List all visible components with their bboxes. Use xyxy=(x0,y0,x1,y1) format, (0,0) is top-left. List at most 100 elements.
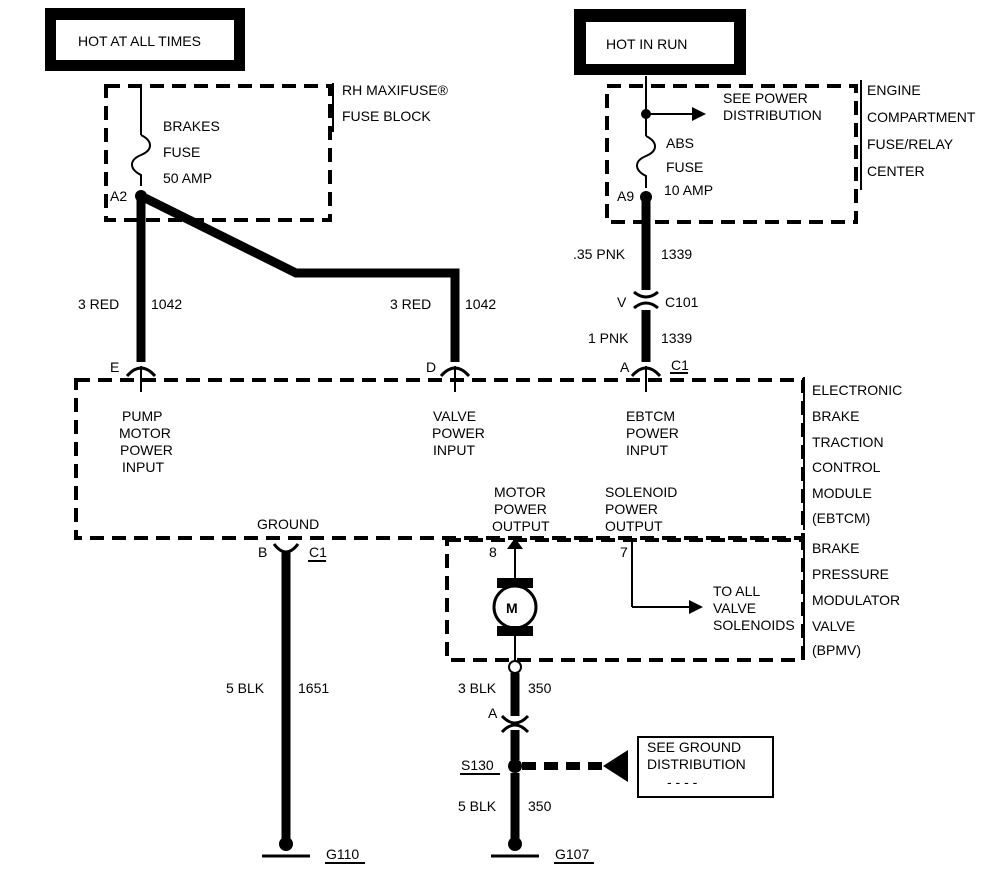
splice-s130-icon xyxy=(508,759,522,773)
ground-conn: C1 xyxy=(309,544,327,560)
valve-input-terminal xyxy=(439,366,471,392)
ebtcm-lower-wire-circuit: 1339 xyxy=(661,330,692,346)
brakes-fuse-rating: 50 AMP xyxy=(163,170,212,186)
solenoid-output-1: SOLENOID xyxy=(605,484,677,500)
motor-lower-wire-gauge: 5 BLK xyxy=(458,798,497,814)
hot-in-run-label: HOT IN RUN xyxy=(606,36,687,52)
ebtcm-label-2: BRAKE xyxy=(812,408,859,424)
ebtcm-label-1: ELECTRONIC xyxy=(812,382,902,398)
solenoid-pin: 7 xyxy=(620,544,628,560)
hot-at-all-times-label: HOT AT ALL TIMES xyxy=(78,33,201,49)
abs-fuse-terminal xyxy=(640,191,652,203)
rh-fuse-block-label-2: FUSE BLOCK xyxy=(342,108,431,124)
ground-connector xyxy=(272,543,300,554)
ebtcm-upper-wire-circuit: 1339 xyxy=(661,246,692,262)
abs-fuse-rating: 10 AMP xyxy=(664,182,713,198)
motor-conn-bottom xyxy=(500,723,530,734)
valve-wire-gauge: 3 RED xyxy=(390,296,431,312)
engine-fuse-center-outline xyxy=(605,84,858,224)
brakes-fuse-name-2: FUSE xyxy=(163,144,200,160)
ebtcm-lower-wire-gauge: 1 PNK xyxy=(588,330,629,346)
pump-input-3: POWER xyxy=(120,442,173,458)
ebtcm-label-3: TRACTION xyxy=(812,434,884,450)
brakes-fuse-terminal xyxy=(135,190,147,202)
brakes-fuse-name-1: BRAKES xyxy=(163,118,220,134)
to-valves-2: VALVE xyxy=(713,600,756,616)
motor-symbol-label: M xyxy=(506,600,518,616)
ebtcm-input-1: EBTCM xyxy=(626,408,675,424)
motor-wire-gauge: 3 BLK xyxy=(458,680,497,696)
motor-output-3: OUTPUT xyxy=(492,518,550,534)
abs-fuse-name-1: ABS xyxy=(666,135,694,151)
motor-pin: 8 xyxy=(489,544,497,560)
ground-wire-gauge: 5 BLK xyxy=(226,680,265,696)
c1-top-pin: A xyxy=(620,359,630,375)
bpmv-label-1: BRAKE xyxy=(812,540,859,556)
see-ground-line3: - - - - xyxy=(667,774,698,790)
motor-conn-pin: A xyxy=(488,705,498,721)
hot-at-all-times-box: HOT AT ALL TIMES xyxy=(45,8,245,71)
splice-label: S130 xyxy=(461,757,494,773)
c101-pin: V xyxy=(617,294,627,310)
ground-g110-label: G110 xyxy=(326,846,359,862)
pump-motor-symbol xyxy=(492,578,538,674)
motor-output-2: POWER xyxy=(494,501,547,517)
ebtcm-label-5: MODULE xyxy=(812,485,872,501)
pump-input-1: PUMP xyxy=(122,408,162,424)
engine-center-label-3: FUSE/RELAY xyxy=(867,136,954,152)
pump-input-4: INPUT xyxy=(122,459,164,475)
solenoid-output-line xyxy=(631,540,703,614)
ebtcm-label-4: CONTROL xyxy=(812,459,881,475)
ebtcm-upper-wire-gauge: .35 PNK xyxy=(573,246,626,262)
motor-conn-top xyxy=(500,714,530,725)
ground-g107-label: G107 xyxy=(555,846,589,862)
rh-fuse-block-outline xyxy=(104,84,332,222)
see-ground-arrow-icon xyxy=(603,750,628,782)
see-ground-line1: SEE GROUND xyxy=(647,739,741,755)
pump-input-terminal xyxy=(125,366,157,392)
c101-connector-bottom xyxy=(633,301,659,310)
bpmv-label-5: (BPMV) xyxy=(812,642,861,658)
rh-fuse-block-label-1: RH MAXIFUSE® xyxy=(342,82,449,98)
see-power-label-1: SEE POWER xyxy=(723,90,808,106)
ebtcm-module-outline xyxy=(74,378,805,540)
pump-wire-circuit: 1042 xyxy=(151,296,182,312)
abs-fuse-pin: A9 xyxy=(617,188,634,204)
valve-input-3: INPUT xyxy=(433,442,475,458)
engine-center-label-4: CENTER xyxy=(867,163,925,179)
ground-label: GROUND xyxy=(257,516,319,532)
motor-output-terminal xyxy=(507,538,523,580)
ground-g107-icon xyxy=(491,837,539,858)
engine-center-label-2: COMPARTMENT xyxy=(867,109,976,125)
to-valves-3: SOLENOIDS xyxy=(713,617,795,633)
c1-top-name: C1 xyxy=(671,357,689,373)
see-ground-line2: DISTRIBUTION xyxy=(647,756,746,772)
see-ground-box xyxy=(637,736,774,798)
bpmv-outline xyxy=(445,538,805,662)
pump-wire-gauge: 3 RED xyxy=(78,296,119,312)
abs-fuse xyxy=(636,76,706,203)
pin-d: D xyxy=(426,359,436,375)
motor-output-1: MOTOR xyxy=(494,484,546,500)
bpmv-label-3: MODULATOR xyxy=(812,592,900,608)
bpmv-label-2: PRESSURE xyxy=(812,566,889,582)
hot-in-run-box: HOT IN RUN xyxy=(574,9,746,75)
to-valves-1: TO ALL xyxy=(713,583,760,599)
valve-wire-circuit: 1042 xyxy=(465,296,496,312)
ebtcm-label-6: (EBTCM) xyxy=(812,510,870,526)
abs-fuse-name-2: FUSE xyxy=(666,159,703,175)
solenoid-output-3: OUTPUT xyxy=(605,518,663,534)
ground-g110-icon xyxy=(262,837,310,858)
brakes-fuse-pin: A2 xyxy=(110,188,127,204)
bpmv-label-4: VALVE xyxy=(812,618,855,634)
motor-lower-wire-circuit: 350 xyxy=(528,798,552,814)
ebtcm-input-2: POWER xyxy=(626,425,679,441)
motor-wire-circuit: 350 xyxy=(528,680,552,696)
engine-center-label-1: ENGINE xyxy=(867,82,921,98)
pump-input-2: MOTOR xyxy=(119,425,171,441)
ground-wire-circuit: 1651 xyxy=(298,680,329,696)
valve-power-wire xyxy=(142,193,460,362)
solenoid-output-2: POWER xyxy=(605,501,658,517)
ebtcm-input-3: INPUT xyxy=(626,442,668,458)
